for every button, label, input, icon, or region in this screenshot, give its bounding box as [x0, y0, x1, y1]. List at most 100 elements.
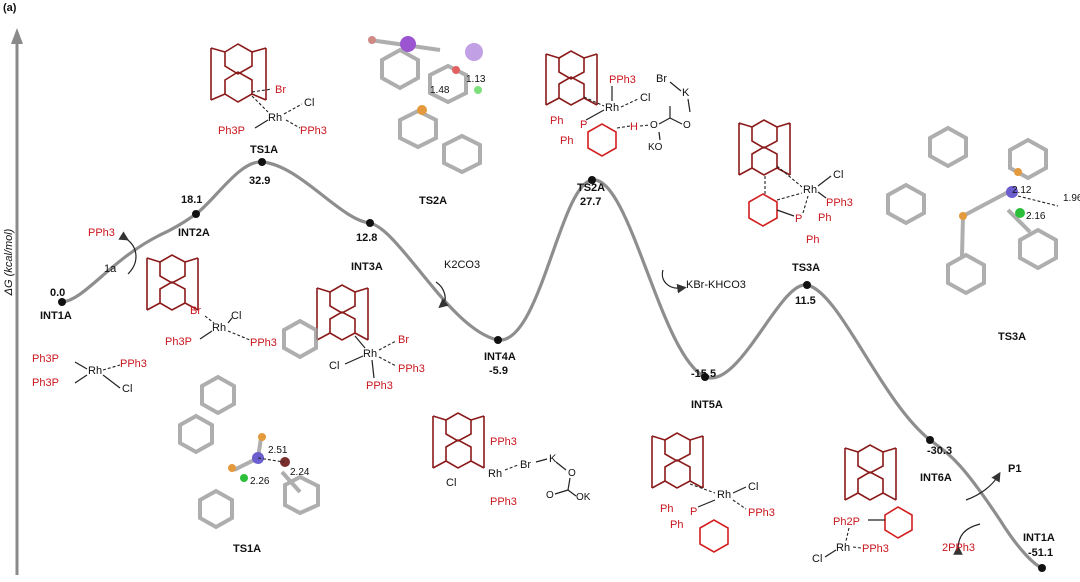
- svg-text:Ph: Ph: [670, 519, 683, 531]
- energy-int1a: 0.0: [50, 287, 65, 299]
- svg-text:O: O: [546, 490, 554, 501]
- svg-text:2.24: 2.24: [290, 467, 310, 478]
- svg-text:Rh: Rh: [212, 322, 226, 334]
- caption-ts2a-3d: TS2A: [419, 195, 447, 207]
- svg-text:Cl: Cl: [304, 97, 314, 109]
- svg-text:O: O: [568, 468, 576, 479]
- svg-text:PPh3: PPh3: [826, 197, 853, 209]
- svg-text:Br: Br: [398, 334, 409, 346]
- name-ts2a: TS2A: [577, 182, 605, 194]
- svg-text:1.96: 1.96: [1063, 193, 1080, 204]
- reagent-2pph3: 2PPh3: [942, 523, 981, 555]
- svg-text:Cl: Cl: [231, 310, 241, 322]
- pph3-2-label: 2PPh3: [942, 542, 975, 554]
- point-ts3a: [803, 281, 811, 289]
- svg-text:Ph: Ph: [818, 212, 831, 224]
- svg-text:Rh: Rh: [605, 102, 619, 114]
- caption-ts1a-3d: TS1A: [233, 543, 261, 555]
- reagent-kbr-khco3: KBr-KHCO3: [661, 269, 746, 294]
- svg-text:PPh3: PPh3: [250, 337, 277, 349]
- svg-text:P: P: [690, 506, 697, 518]
- structure-int2a-2d: Br Cl Rh Ph3P PPh3: [146, 254, 277, 349]
- svg-text:K: K: [682, 87, 690, 99]
- svg-text:Rh: Rh: [88, 365, 102, 377]
- svg-text:Rh: Rh: [717, 489, 731, 501]
- svg-text:PPh3: PPh3: [609, 74, 636, 86]
- structure-int5a-2d: Rh Cl PPh3 Ph P Ph: [651, 432, 775, 553]
- p1-label: P1: [1008, 463, 1021, 475]
- svg-text:Rh: Rh: [488, 468, 502, 480]
- structure-ts3a-2d: Rh Cl PPh3 P Ph Ph: [738, 119, 853, 246]
- svg-text:1.48: 1.48: [430, 85, 450, 96]
- energy-ts1a: 32.9: [249, 175, 270, 187]
- point-int2a: [192, 210, 200, 218]
- reagent-k2co3: K2CO3: [435, 259, 480, 309]
- y-axis: ΔG (kcal/mol): [3, 28, 23, 575]
- svg-text:PPh3: PPh3: [398, 363, 425, 375]
- name-ts1a: TS1A: [250, 144, 278, 156]
- svg-text:Ph: Ph: [560, 135, 573, 147]
- point-int4a: [494, 336, 502, 344]
- kbr-khco3-label: KBr-KHCO3: [686, 279, 746, 291]
- energy-int2a: 18.1: [181, 194, 202, 206]
- structure-ts1a-3d: 2.51 2.26 2.24 TS1A: [178, 318, 320, 555]
- svg-text:PPh3: PPh3: [862, 543, 889, 555]
- point-int5a: [701, 373, 709, 381]
- svg-text:KO: KO: [648, 142, 663, 153]
- svg-text:P: P: [795, 213, 802, 225]
- name-int1a: INT1A: [40, 310, 72, 322]
- svg-text:PPh3: PPh3: [366, 380, 393, 392]
- name-int6a: INT6A: [920, 472, 952, 484]
- energy-int4a: -5.9: [489, 365, 508, 377]
- svg-text:PPh3: PPh3: [490, 436, 517, 448]
- svg-text:Rh: Rh: [803, 184, 817, 196]
- name-int1a-end: INT1A: [1023, 532, 1055, 544]
- svg-text:Br: Br: [656, 73, 667, 85]
- reagent-pph3-in: PPh3 1a: [88, 227, 137, 275]
- structure-int3a-2d: Br Rh Cl PPh3 PPh3: [316, 284, 425, 392]
- point-ts1a: [258, 158, 266, 166]
- svg-text:PPh3: PPh3: [490, 496, 517, 508]
- reagent-p1: P1: [965, 463, 1021, 501]
- svg-text:Ph3P: Ph3P: [32, 377, 59, 389]
- svg-text:O: O: [650, 120, 658, 131]
- svg-text:Ph: Ph: [660, 503, 673, 515]
- pph3-in-label: PPh3: [88, 227, 115, 239]
- energy-int1a-end: -51.1: [1028, 547, 1053, 559]
- name-ts3a: TS3A: [792, 262, 820, 274]
- svg-text:PPh3: PPh3: [300, 125, 327, 137]
- svg-text:Cl: Cl: [446, 477, 456, 489]
- name-int5a: INT5A: [691, 399, 723, 411]
- svg-text:PPh3: PPh3: [120, 358, 147, 370]
- energy-curve: [61, 160, 1043, 570]
- svg-text:Ph: Ph: [806, 234, 819, 246]
- svg-text:P: P: [580, 119, 587, 131]
- point-int1a: [58, 298, 66, 306]
- svg-text:2.51: 2.51: [268, 445, 288, 456]
- svg-text:PPh3: PPh3: [748, 507, 775, 519]
- svg-text:Cl: Cl: [329, 360, 339, 372]
- svg-text:Rh: Rh: [363, 348, 377, 360]
- energy-ts3a: 11.5: [795, 295, 816, 307]
- name-int2a: INT2A: [178, 227, 210, 239]
- structure-int1a: Ph3P PPh3 Rh Ph3P Cl: [32, 353, 147, 395]
- svg-text:Cl: Cl: [748, 481, 758, 493]
- energy-int6a: -30.3: [927, 445, 952, 457]
- svg-text:2.16: 2.16: [1026, 211, 1046, 222]
- k2co3-label: K2CO3: [444, 259, 480, 271]
- svg-text:K: K: [549, 453, 557, 465]
- name-int4a: INT4A: [484, 351, 516, 363]
- energy-ts2a: 27.7: [580, 196, 601, 208]
- point-labels: 0.0 INT1A 18.1 INT2A TS1A 32.9 12.8 INT3…: [40, 144, 1055, 559]
- svg-text:H: H: [630, 121, 638, 133]
- structure-ts3a-3d: 2.12 1.96 2.16 TS3A: [886, 125, 1080, 343]
- svg-text:2.26: 2.26: [250, 476, 270, 487]
- svg-text:Ph3P: Ph3P: [32, 353, 59, 365]
- structure-int4a-2d: PPh3 Rh Cl PPh3 Br K O O OK: [432, 412, 591, 508]
- point-int1a-end: [1038, 564, 1046, 572]
- y-axis-label: ΔG (kcal/mol): [3, 228, 15, 296]
- svg-text:O: O: [683, 120, 691, 131]
- svg-text:OK: OK: [576, 492, 591, 503]
- svg-text:Ph3P: Ph3P: [218, 125, 245, 137]
